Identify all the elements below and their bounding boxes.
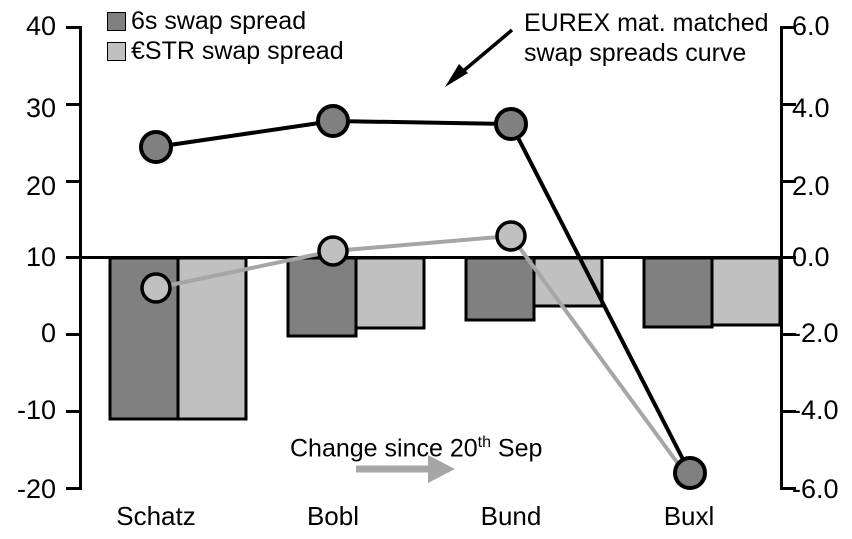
left-axis-tick-neg10: -10 bbox=[16, 395, 56, 425]
marker-dark-bund[interactable] bbox=[494, 107, 528, 141]
annotation-eurex-line2: swap spreads curve bbox=[524, 39, 747, 67]
annotation-change-prefix: Change since 20 bbox=[290, 434, 478, 463]
annotation-eurex-line1: EUREX mat. matched bbox=[524, 9, 769, 37]
category-label-bund: Bund bbox=[480, 501, 542, 531]
left-axis-tick-40: 40 bbox=[25, 11, 56, 41]
bar-buxl-estr[interactable] bbox=[710, 256, 782, 327]
annotation-change-callout: Change since 20th Sep bbox=[290, 428, 542, 463]
left-axis-tick-neg20: -20 bbox=[16, 474, 56, 504]
legend-swatch-dark bbox=[107, 11, 126, 31]
legend-label-6s-swap-spread: 6s swap spread bbox=[131, 7, 307, 35]
right-axis-tick-neg4: -4.0 bbox=[792, 395, 839, 425]
right-axis-tick-neg2: -2.0 bbox=[792, 318, 839, 348]
left-axis-tick-30: 30 bbox=[25, 93, 56, 123]
right-axis-tick-4: 4.0 bbox=[792, 93, 830, 123]
legend-item-estr-swap-spread[interactable]: €STR swap spread bbox=[107, 37, 344, 65]
marker-dark-bobl[interactable] bbox=[316, 104, 350, 138]
right-axis-tick-6: 6.0 bbox=[792, 11, 830, 41]
marker-gray-bund[interactable] bbox=[495, 220, 527, 252]
bar-schatz-estr[interactable] bbox=[176, 256, 248, 421]
annotation-arrow-change-icon bbox=[356, 455, 455, 483]
left-axis-tick-0: 0 bbox=[40, 318, 56, 348]
marker-dark-schatz[interactable] bbox=[139, 130, 173, 164]
legend-swatch-light bbox=[107, 41, 126, 61]
bar-bobl-6s[interactable] bbox=[286, 256, 358, 338]
legend-item-6s-swap-spread[interactable]: 6s swap spread bbox=[107, 7, 344, 35]
left-axis-tick-10: 10 bbox=[25, 242, 56, 272]
marker-gray-schatz[interactable] bbox=[140, 272, 172, 304]
annotation-change-superscript: th bbox=[477, 434, 491, 451]
category-label-bobl: Bobl bbox=[306, 501, 360, 531]
marker-dark-buxl[interactable] bbox=[673, 456, 707, 490]
series-line-dark[interactable] bbox=[155, 118, 692, 474]
legend-label-estr-swap-spread: €STR swap spread bbox=[131, 37, 344, 65]
bar-buxl-6s[interactable] bbox=[642, 256, 714, 329]
bar-bobl-estr[interactable] bbox=[354, 256, 426, 330]
chart-legend: 6s swap spread €STR swap spread bbox=[107, 7, 344, 67]
series-line-gray[interactable] bbox=[155, 233, 692, 482]
annotation-arrow-eurex-icon bbox=[445, 28, 514, 87]
bar-bund-6s[interactable] bbox=[464, 256, 536, 322]
right-axis-tick-2: 2.0 bbox=[792, 171, 830, 201]
left-axis-tick-20: 20 bbox=[25, 171, 56, 201]
annotation-eurex-callout: EUREX mat. matched swap spreads curve bbox=[524, 8, 769, 68]
marker-gray-bobl[interactable] bbox=[317, 235, 349, 267]
right-axis-tick-0: 0.0 bbox=[792, 242, 830, 272]
category-label-schatz: Schatz bbox=[116, 501, 196, 531]
right-axis-tick-neg6: -6.0 bbox=[792, 474, 839, 504]
annotation-change-suffix: Sep bbox=[490, 434, 543, 463]
category-label-buxl: Buxl bbox=[663, 501, 715, 531]
